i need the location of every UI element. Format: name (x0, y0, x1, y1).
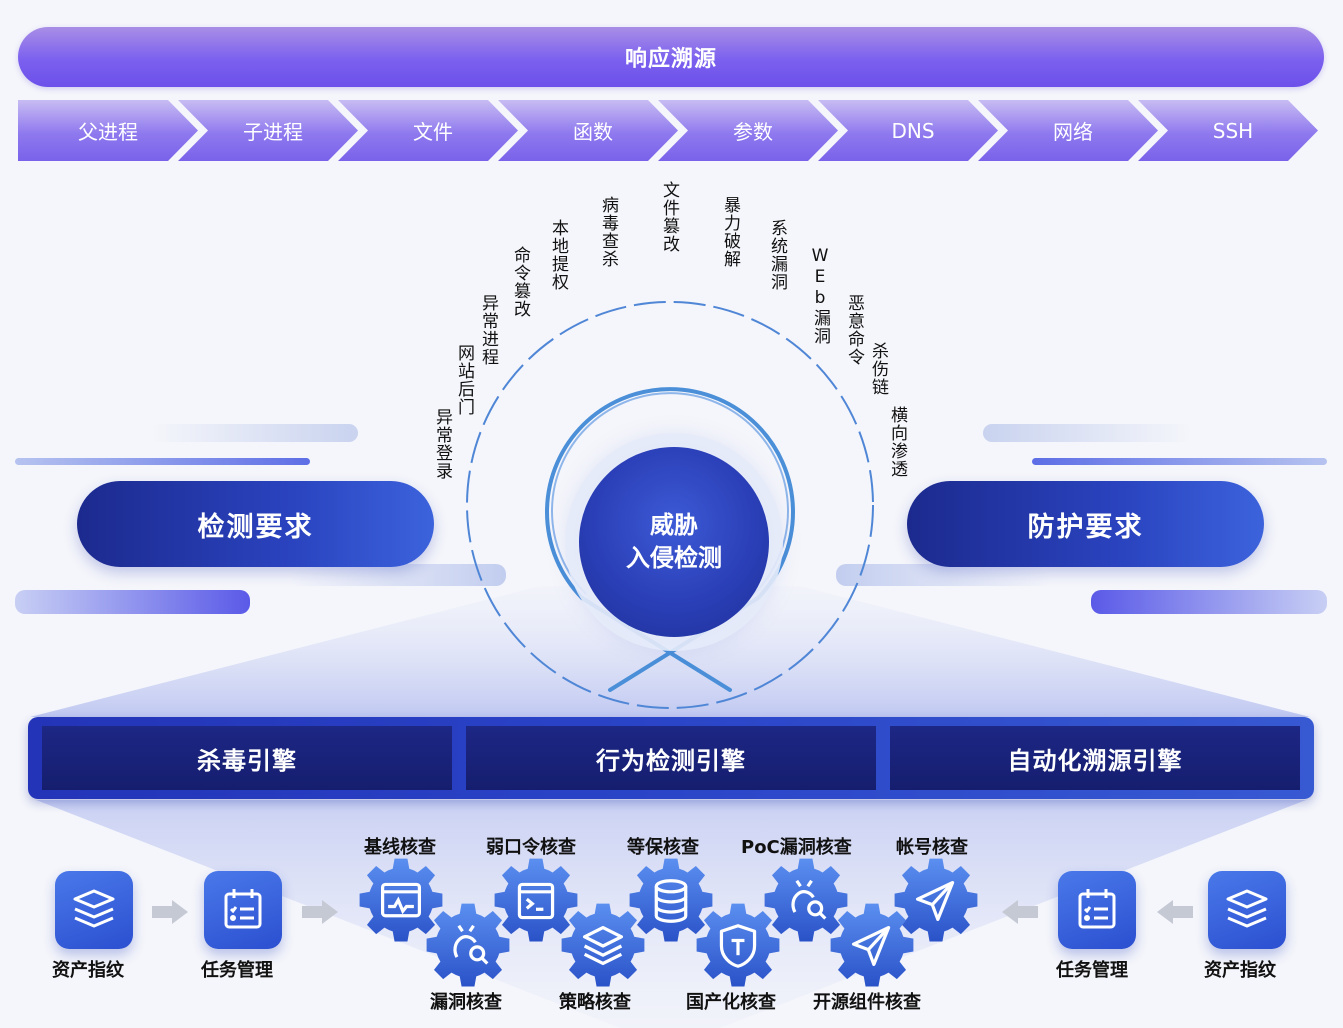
teardrop-outline (545, 387, 795, 692)
deco-line (15, 590, 250, 614)
trace-step-child-process: 子进程 (178, 100, 358, 161)
shield-t-icon (692, 900, 784, 992)
task-management-label-right: 任务管理 (1056, 960, 1128, 981)
arc-label-local-privilege: 本地提权 (548, 219, 568, 291)
trace-step-function: 函数 (498, 100, 678, 161)
trace-step-ssh: SSH (1138, 100, 1318, 161)
trace-step-file: 文件 (338, 100, 518, 161)
response-trace-banner: 响应溯源 (18, 27, 1324, 87)
trace-step-parent-process: 父进程 (18, 100, 198, 161)
protection-requirements-pill: 防护要求 (907, 481, 1264, 567)
calendar-checklist-icon (1058, 871, 1136, 949)
trace-step-network: 网络 (978, 100, 1158, 161)
check-label-weak-password: 弱口令核查 (486, 837, 576, 858)
check-label-poc-vuln: PoC漏洞核查 (741, 837, 852, 858)
layers-icon (55, 871, 133, 949)
dashed-arc (466, 301, 874, 709)
database-icon (625, 855, 717, 947)
arc-label-kill-chain: 杀伤链 (868, 342, 888, 396)
deco-line (1032, 458, 1327, 465)
detection-requirements-pill: 检测要求 (77, 481, 434, 567)
check-label-domestic: 国产化核查 (686, 992, 776, 1013)
check-label-policy: 策略核查 (559, 992, 631, 1013)
monitor-chart-icon (355, 855, 447, 947)
arc-label-command-tamper: 命令篡改 (510, 246, 530, 318)
arc-label-abnormal-process: 异常进程 (478, 294, 498, 366)
trace-steps-row: 父进程 子进程 文件 函数 参数 DNS 网络 SSH (18, 100, 1318, 161)
deco-line (836, 564, 1052, 586)
asset-fingerprint-label-left: 资产指纹 (52, 960, 124, 981)
calendar-checklist-icon (204, 871, 282, 949)
arc-label-website-backdoor: 网站后门 (454, 344, 474, 416)
task-management-label-left: 任务管理 (201, 960, 273, 981)
check-label-baseline: 基线核查 (364, 837, 436, 858)
asset-fingerprint-label-right: 资产指纹 (1204, 960, 1276, 981)
deco-line (15, 458, 310, 465)
auto-trace-engine: 自动化溯源引擎 (890, 726, 1300, 790)
trace-step-parameter: 参数 (658, 100, 838, 161)
arrow-left-icon (1002, 900, 1038, 924)
deco-line (983, 424, 1193, 442)
arc-label-lateral-movement: 横向渗透 (887, 406, 907, 478)
arc-label-malicious-command: 恶意命令 (844, 294, 864, 366)
bug-search-icon (422, 900, 514, 992)
paper-plane-icon (826, 900, 918, 992)
arc-label-brute-force: 暴力破解 (720, 196, 740, 268)
trace-step-dns: DNS (818, 100, 998, 161)
arrow-left-icon (1157, 900, 1193, 924)
check-label-vulnerability: 漏洞核查 (430, 992, 502, 1013)
arc-label-abnormal-login: 异常登录 (432, 408, 452, 480)
center-title-line2: 入侵检测 (626, 544, 722, 572)
arc-label-virus-scan: 病毒查杀 (598, 196, 618, 268)
check-label-compliance: 等保核查 (627, 837, 699, 858)
arrow-right-icon (152, 900, 188, 924)
paper-plane-icon (890, 855, 982, 947)
deco-line (290, 564, 506, 586)
antivirus-engine: 杀毒引擎 (42, 726, 452, 790)
arrow-right-icon (302, 900, 338, 924)
terminal-icon (490, 855, 582, 947)
deco-line (150, 424, 358, 442)
layers-icon (1208, 871, 1286, 949)
arc-label-system-vuln: 系统漏洞 (767, 219, 787, 291)
deco-line (1091, 590, 1327, 614)
threat-intrusion-detection-core: 威胁 入侵检测 (579, 447, 769, 637)
check-label-open-source: 开源组件核查 (813, 992, 921, 1013)
behavior-detection-engine: 行为检测引擎 (466, 726, 876, 790)
center-title-line1: 威胁 (650, 511, 698, 539)
teardrop-inner (551, 392, 789, 595)
bug-search-icon (760, 855, 852, 947)
arc-label-web-vuln: WEb漏洞 (810, 246, 830, 345)
layers-icon (557, 900, 649, 992)
arc-label-file-tamper: 文件篡改 (659, 181, 679, 253)
check-label-account: 帐号核查 (896, 837, 968, 858)
